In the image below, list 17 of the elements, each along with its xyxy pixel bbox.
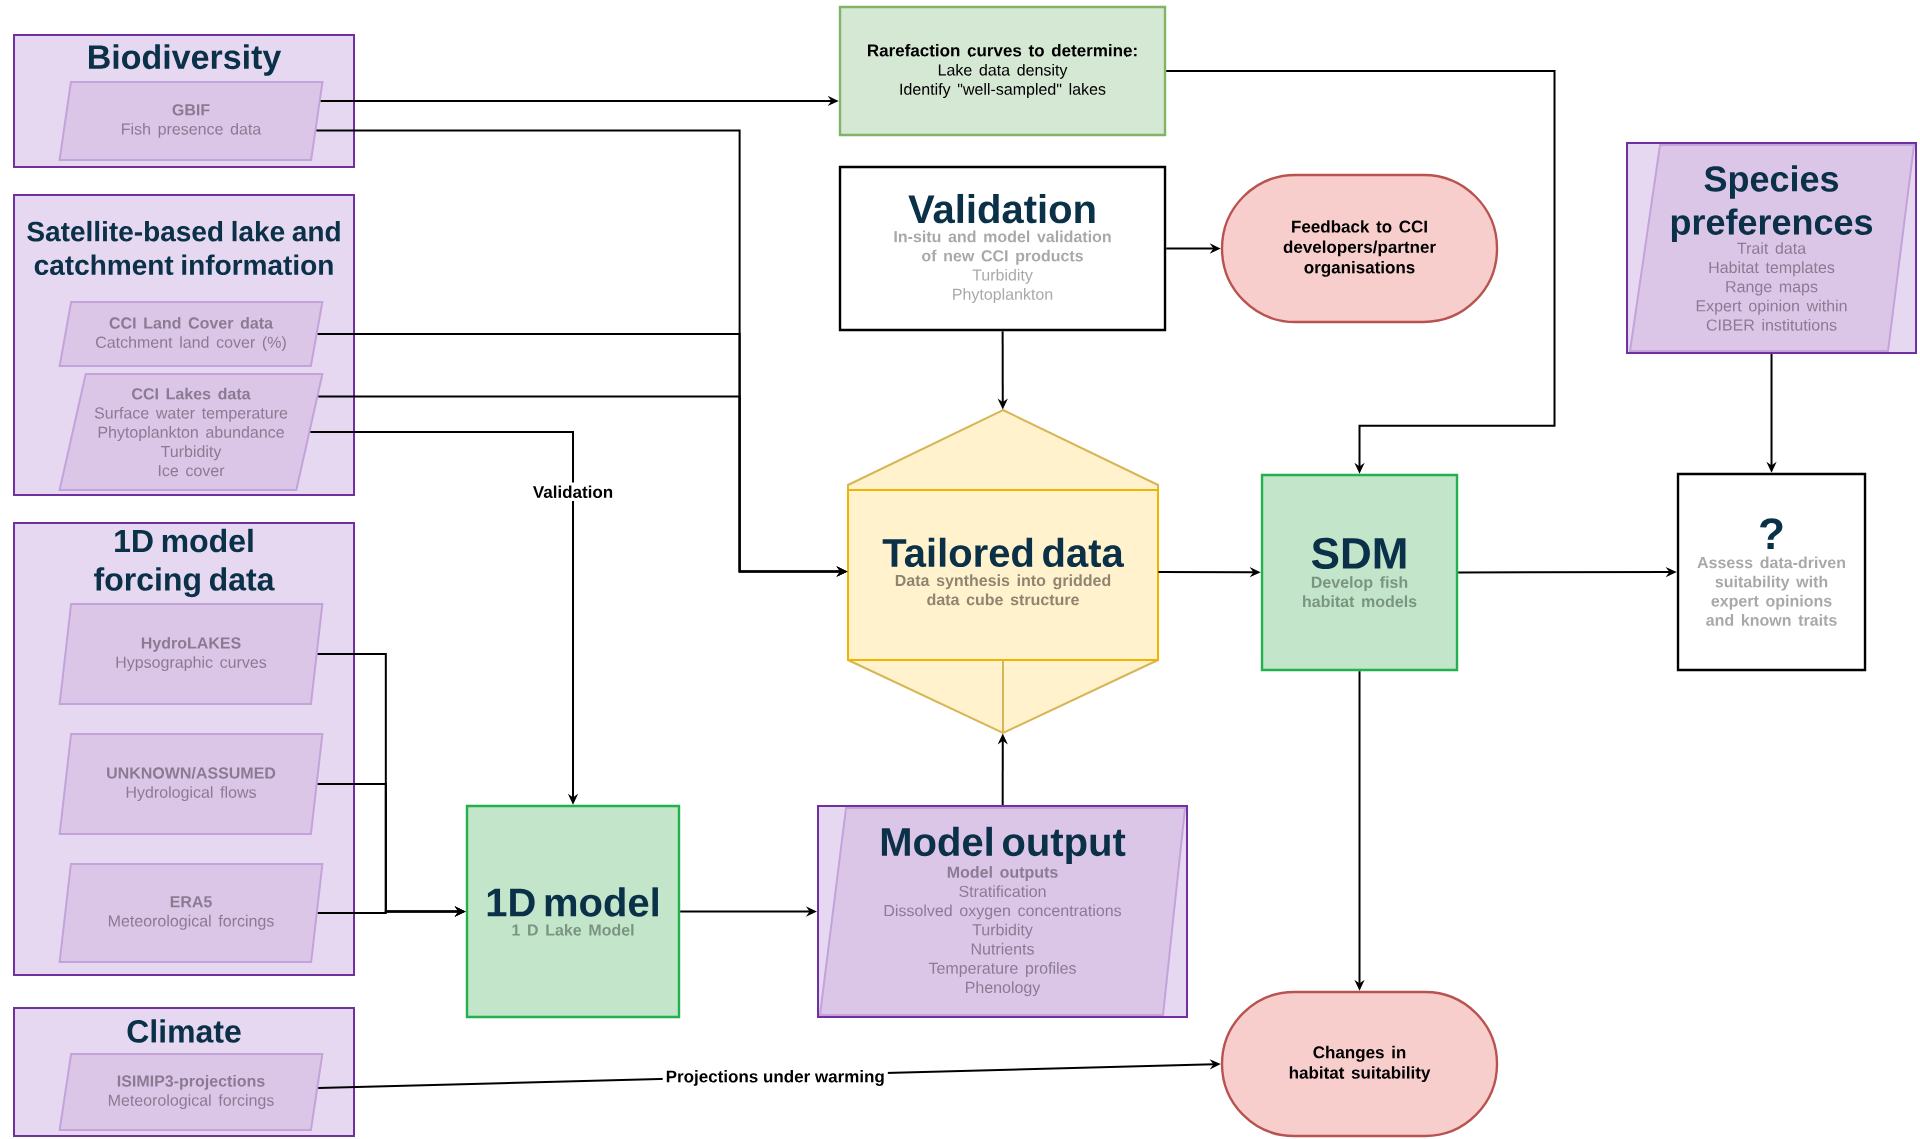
process-box: Rarefaction curves to determine: Lake data density Identify "well-sampled" lakes	[838, 5, 1167, 137]
process-box: Validation In-situ and model validation of new CCI products Turbidity Phytoplankton	[838, 165, 1167, 332]
data-parallelogram: GBIF Fish presence data	[58, 81, 324, 161]
edge-label: Validation	[529, 482, 617, 502]
data-parallelogram: CCI Lakes data Surface water temperature Phytoplankton abundance Turbidity Ice cover	[58, 373, 324, 491]
data-parallelogram: ISIMIP3-projections Meteorological forcings	[58, 1053, 324, 1131]
terminal-oval: Changes in habitat suitability	[1220, 990, 1499, 1138]
data-box: Model output Model outputs Stratification Dissolved oxygen concentrations Turbidity Nutrients Temperature profiles Phenology	[817, 805, 1188, 1018]
data-parallelogram: ERA5 Meteorological forcings	[58, 863, 324, 963]
process-box: 1D model 1 D Lake Model	[465, 804, 681, 1019]
data-parallelogram: HydroLAKES Hypsographic curves	[58, 603, 324, 705]
process-box: SDM Develop fish habitat models	[1260, 473, 1459, 672]
data-parallelogram: CCI Land Cover data Catchment land cover (%)	[58, 301, 324, 367]
process-box: ? Assess data-driven suitability with expert opinions and known traits	[1676, 472, 1867, 672]
data-box: Species preferences Trait data Habitat templates Range maps Expert opinion within CIBER institutions	[1626, 142, 1917, 354]
edge-label: Projections under warming	[662, 1067, 888, 1089]
data-parallelogram: UNKNOWN/ASSUMED Hydrological flows	[58, 733, 324, 835]
